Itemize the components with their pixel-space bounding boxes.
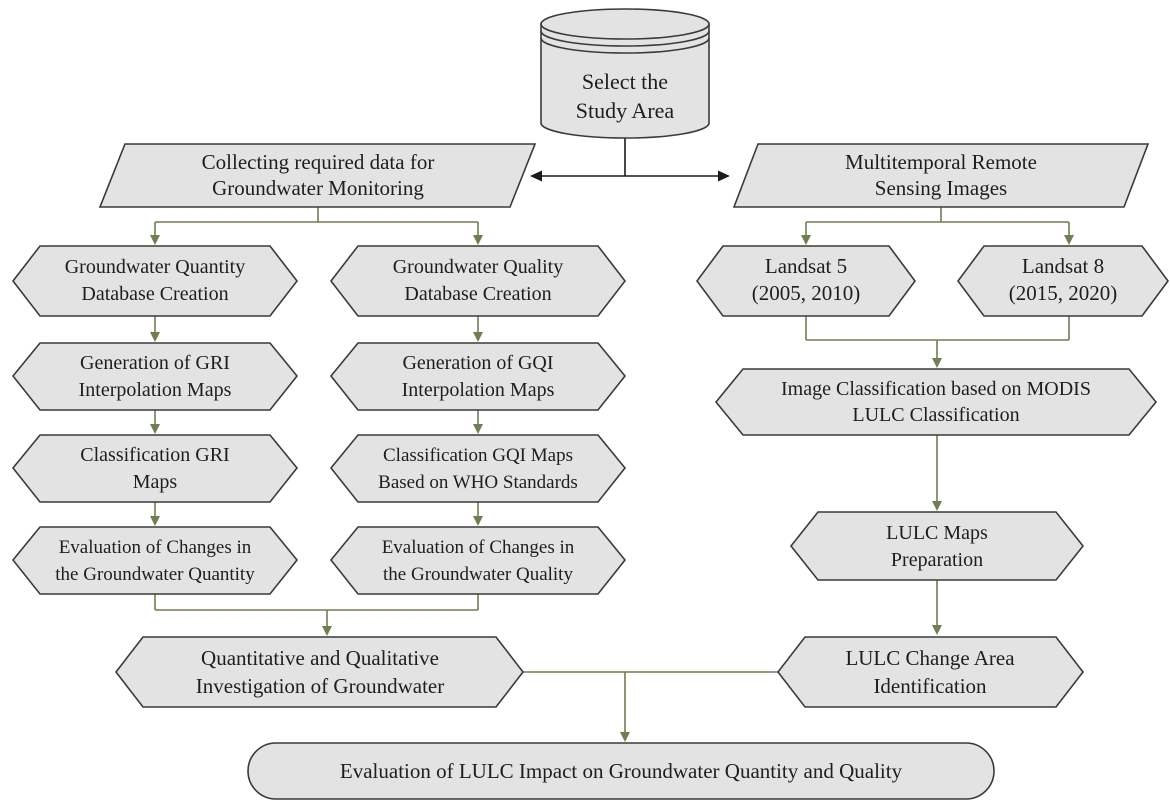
node-classification-gri: Classification GRI Maps [11,434,299,503]
arrowhead-to-eval-quantity [150,516,160,526]
gqi-maps-label-line-2: Interpolation Maps [402,379,555,401]
arrowhead-to-final-evaluation [620,732,630,742]
arrowhead-to-image-classification [932,358,942,368]
arrowhead-to-quality-db [473,235,483,245]
database-ring-1 [540,30,710,47]
connector-landsat-merge [805,316,1070,359]
node-final-evaluation: Evaluation of LULC Impact on Groundwater… [247,742,995,800]
node-remote-sensing: Multitemporal Remote Sensing Images [732,143,1150,208]
connector-evaluations-merge [154,594,479,627]
connector-remote-split [805,207,1070,236]
collecting-data-label-line-2: Groundwater Monitoring [212,176,424,200]
arrowhead-to-gri-maps [150,332,160,342]
quantity-db-label-line-1: Groundwater Quantity [65,256,246,278]
collecting-data-label-line-1: Collecting required data for [202,150,435,174]
hexagon-landsat8 [957,245,1169,317]
landsat5-label-line-2: (2005, 2010) [752,281,861,305]
arrowhead-to-lulc-change [932,625,942,635]
arrowhead-to-classification-gqi [473,424,483,434]
parallelogram-collecting-data [98,143,537,208]
parallelogram-remote-sensing [732,143,1150,208]
classification-gri-label-line-1: Classification GRI [80,444,229,466]
arrowhead-to-collecting-data [530,170,542,182]
hexagon-landsat5 [696,245,916,317]
arrowhead-to-lulc-maps [932,501,942,511]
classification-gqi-label-line-1: Classification GQI Maps [383,445,573,466]
arrowhead-to-classification-gri [150,424,160,434]
connector-collecting-split [154,207,479,236]
landsat8-label-line-2: (2015, 2020) [1009,281,1118,305]
hexagon-image-classification [714,368,1158,436]
landsat5-label-line-1: Landsat 5 [765,254,847,278]
final-evaluation-label: Evaluation of LULC Impact on Groundwater… [340,759,903,783]
image-classification-label-line-2: LULC Classification [852,404,1019,426]
classification-gqi-label-line-2: Based on WHO Standards [378,472,578,493]
hexagon-eval-quality [329,526,627,595]
database-ring-2 [540,37,710,54]
node-quality-db: Groundwater Quality Database Creation [329,245,627,317]
quality-db-label-line-2: Database Creation [404,283,551,305]
hexagon-lulc-maps [789,511,1085,581]
database-cylinder-top [540,8,710,40]
gri-maps-label-line-2: Interpolation Maps [79,379,232,401]
node-study-area: Select the Study Area [540,8,710,139]
study-area-label-line-2: Study Area [576,98,675,123]
node-lulc-maps: LULC Maps Preparation [789,511,1085,581]
hexagon-quantity-db [11,245,299,317]
classification-gri-label-line-2: Maps [133,471,178,493]
arrowhead-to-eval-quality [473,516,483,526]
lulc-maps-label-line-1: LULC Maps [886,522,988,544]
gri-maps-label-line-1: Generation of GRI [80,352,230,374]
node-lulc-change: LULC Change Area Identification [776,636,1085,708]
connectors [150,138,1074,742]
arrowhead-to-landsat5 [801,235,811,245]
node-gqi-maps: Generation of GQI Interpolation Maps [329,342,627,411]
hexagon-lulc-change [776,636,1085,708]
image-classification-label-line-1: Image Classification based on MODIS [781,378,1091,400]
node-gri-maps: Generation of GRI Interpolation Maps [11,342,299,411]
node-landsat5: Landsat 5 (2005, 2010) [696,245,916,317]
quant-qual-label-line-2: Investigation of Groundwater [196,674,444,698]
hexagon-quant-qual [114,636,525,708]
lulc-change-label-line-2: Identification [873,674,987,698]
eval-quality-label-line-2: the Groundwater Quality [383,564,573,585]
eval-quantity-label-line-2: the Groundwater Quantity [55,564,255,585]
node-quantity-db: Groundwater Quantity Database Creation [11,245,299,317]
terminator-final-evaluation [247,742,995,800]
lulc-change-label-line-1: LULC Change Area [845,646,1015,670]
landsat8-label-line-1: Landsat 8 [1022,254,1104,278]
eval-quality-label-line-1: Evaluation of Changes in [382,537,575,558]
hexagon-gri-maps [11,342,299,411]
quant-qual-label-line-1: Quantitative and Qualitative [201,646,439,670]
node-collecting-data: Collecting required data for Groundwater… [98,143,537,208]
quality-db-label-line-1: Groundwater Quality [393,256,564,278]
hexagon-gqi-maps [329,342,627,411]
arrowhead-to-quantity-db [150,235,160,245]
arrowhead-to-quant-qual [322,626,332,636]
quantity-db-label-line-2: Database Creation [81,283,228,305]
database-cylinder-body [540,23,710,139]
study-area-label-line-1: Select the [582,69,668,94]
hexagon-classification-gri [11,434,299,503]
hexagon-eval-quantity [11,526,299,595]
remote-sensing-label-line-2: Sensing Images [875,176,1007,200]
node-quant-qual: Quantitative and Qualitative Investigati… [114,636,525,708]
remote-sensing-label-line-1: Multitemporal Remote [845,150,1037,174]
hexagon-quality-db [329,245,627,317]
node-classification-gqi: Classification GQI Maps Based on WHO Sta… [329,434,627,503]
arrowhead-to-landsat8 [1064,235,1074,245]
node-eval-quality: Evaluation of Changes in the Groundwater… [329,526,627,595]
node-landsat8: Landsat 8 (2015, 2020) [957,245,1169,317]
node-image-classification: Image Classification based on MODIS LULC… [714,368,1158,436]
hexagon-classification-gqi [329,434,627,503]
eval-quantity-label-line-1: Evaluation of Changes in [59,537,252,558]
node-eval-quantity: Evaluation of Changes in the Groundwater… [11,526,299,595]
arrowhead-to-remote-sensing [718,170,730,182]
lulc-maps-label-line-2: Preparation [891,549,983,571]
gqi-maps-label-line-1: Generation of GQI [402,352,553,374]
arrowhead-to-gqi-maps [473,332,483,342]
